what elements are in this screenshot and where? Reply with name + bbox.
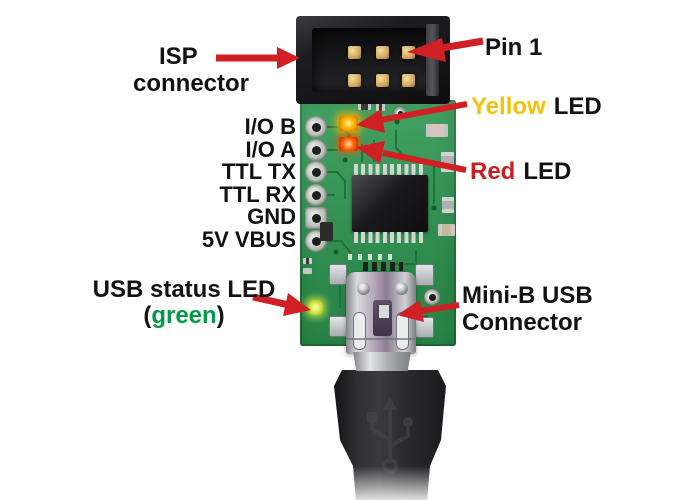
shell-dimple <box>395 282 408 295</box>
main-ic-chip <box>352 175 428 232</box>
shell-slot <box>396 312 409 350</box>
shell-slot <box>353 312 366 350</box>
via-pad <box>394 107 406 119</box>
yellow-led-label: Yellow LED <box>471 94 602 120</box>
mini-b-usb-label: Mini-B USB Connector <box>462 282 593 336</box>
pin-function-labels: I/O B I/O A TTL TX TTL RX GND 5V VBUS <box>150 114 296 252</box>
pad-io-a <box>305 139 327 161</box>
isp-connector-cavity <box>312 28 436 92</box>
isp-header-pin <box>376 74 389 87</box>
silkscreen-marks <box>348 254 394 260</box>
red-led <box>339 137 358 151</box>
shell-dimple <box>357 282 370 295</box>
focus-fade <box>334 466 446 500</box>
mini-b-usb-connector <box>346 272 416 354</box>
usb-shell-tab <box>329 264 347 285</box>
isp-connector-wall <box>426 24 439 96</box>
pin-label-ttl-tx: TTL TX <box>221 159 296 185</box>
ic-leads <box>354 232 426 243</box>
smd-capacitor <box>441 152 454 172</box>
red-led-label: Red LED <box>470 159 571 185</box>
pin-label-gnd: GND <box>247 204 296 230</box>
mount-hole <box>424 289 440 305</box>
usb-shell-tab <box>329 316 347 337</box>
usb-status-led-label: USB status LED (green) <box>59 277 309 329</box>
isp-header-pin <box>402 74 415 87</box>
smd-resistor <box>303 268 312 274</box>
green-status-led <box>308 300 323 315</box>
smd-resistor <box>358 101 371 110</box>
pin-label-5v-vbus: 5V VBUS <box>201 226 296 252</box>
pad-io-b <box>305 116 327 138</box>
isp-header-pin <box>348 74 361 87</box>
smd-resistor <box>303 258 312 264</box>
pin-label-ttl-rx: TTL RX <box>219 181 296 207</box>
red-led-word: LED <box>523 158 572 185</box>
pin1-label: Pin 1 <box>485 34 543 61</box>
smd-resistor <box>438 224 455 236</box>
red-word: Red <box>470 158 516 185</box>
isp-label-line2: connector <box>133 70 250 97</box>
isp-header-pin <box>376 46 389 59</box>
isp-connector <box>296 16 450 104</box>
minib-line2: Connector <box>462 309 582 336</box>
pin-label-io-b: I/O B <box>244 114 296 139</box>
smd-resistor <box>426 124 448 137</box>
green-word: green <box>151 302 217 329</box>
paren-open: ( <box>143 302 152 329</box>
shell-contact <box>378 304 390 319</box>
usb-shell-tab <box>415 264 434 286</box>
usb-cable-plug <box>334 370 446 500</box>
usb-connector-neck <box>353 352 411 371</box>
yellow-word: Yellow <box>471 93 546 120</box>
smd-resistor <box>376 103 385 111</box>
usb-status-line2: (green) <box>59 303 309 329</box>
paren-close: ) <box>216 302 225 329</box>
smd-capacitor <box>442 197 454 213</box>
shell-seam <box>346 338 416 340</box>
usb-shell-tab <box>415 317 434 338</box>
usb-solder-pins <box>363 262 403 271</box>
pad-ttl-tx <box>305 161 327 183</box>
isp-header-pin-1 <box>402 46 415 59</box>
yellow-led-word: LED <box>553 93 602 120</box>
minib-line1: Mini-B USB <box>462 282 593 309</box>
pad-ttl-rx <box>305 184 327 206</box>
ic-leads <box>354 164 426 175</box>
pin-label-io-a: I/O A <box>245 136 296 162</box>
yellow-led <box>339 116 358 131</box>
isp-label-line1: ISP <box>159 43 198 70</box>
smd-transistor <box>320 222 333 241</box>
usb-status-line1: USB status LED <box>92 276 276 303</box>
isp-connector-label: ISP connector <box>133 43 249 97</box>
isp-header-pin <box>348 46 361 59</box>
